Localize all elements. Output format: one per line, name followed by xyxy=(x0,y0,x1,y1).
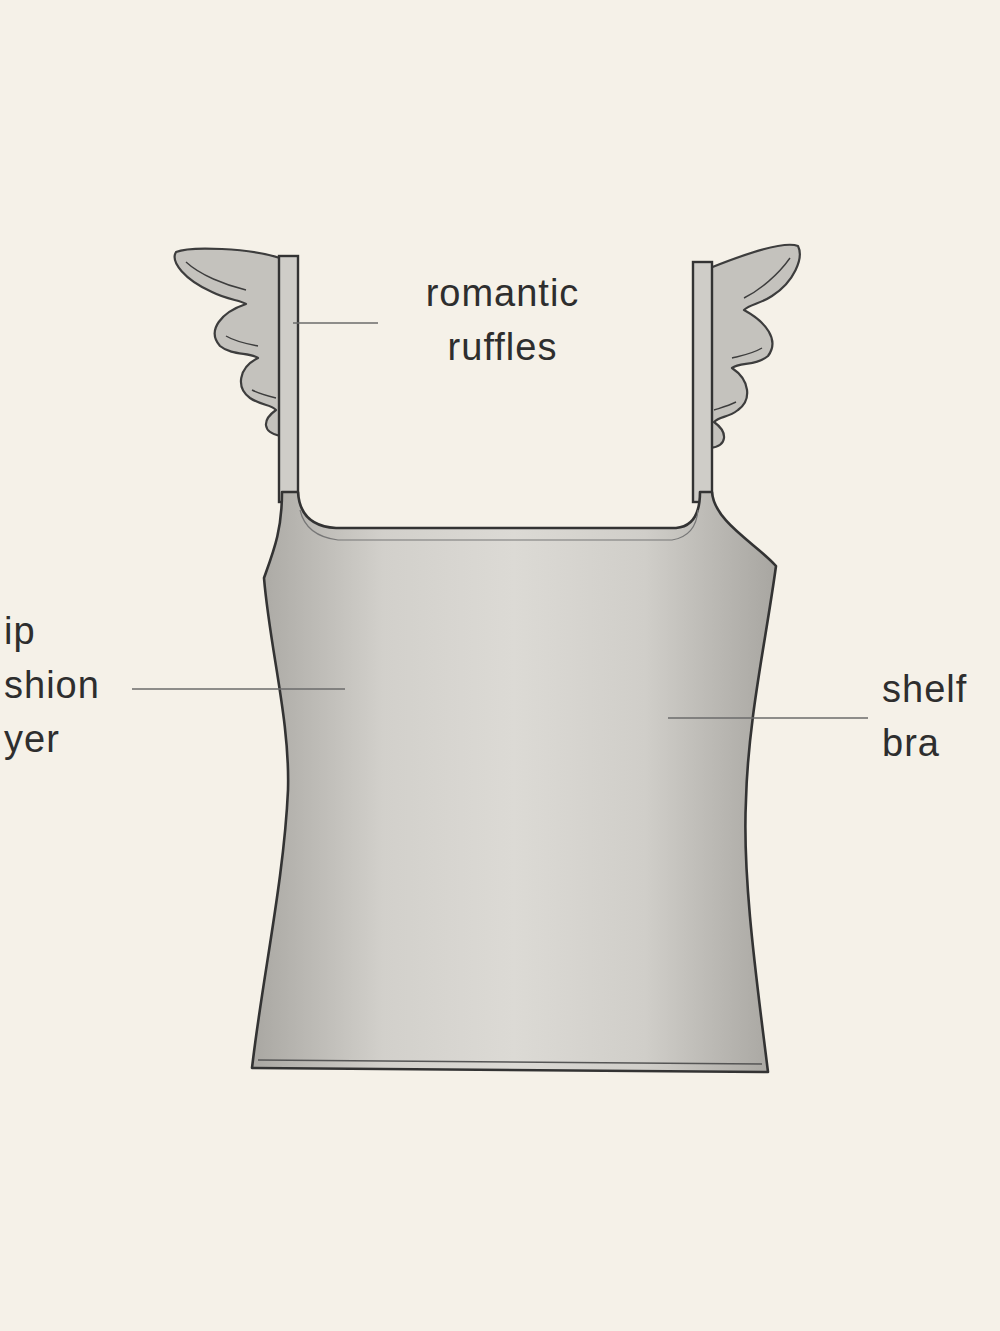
part-label: shelf bra xyxy=(882,662,994,770)
part-label: romantic ruffles xyxy=(380,266,625,374)
hem-line xyxy=(258,1060,762,1064)
ruffle xyxy=(710,245,800,448)
ruffle xyxy=(175,249,280,436)
neckline-binding xyxy=(300,510,698,540)
strap xyxy=(279,256,298,502)
part-label: ip shion yer xyxy=(4,604,116,766)
strap xyxy=(693,262,712,502)
tank-body xyxy=(252,492,776,1072)
leader-line xyxy=(132,323,868,718)
